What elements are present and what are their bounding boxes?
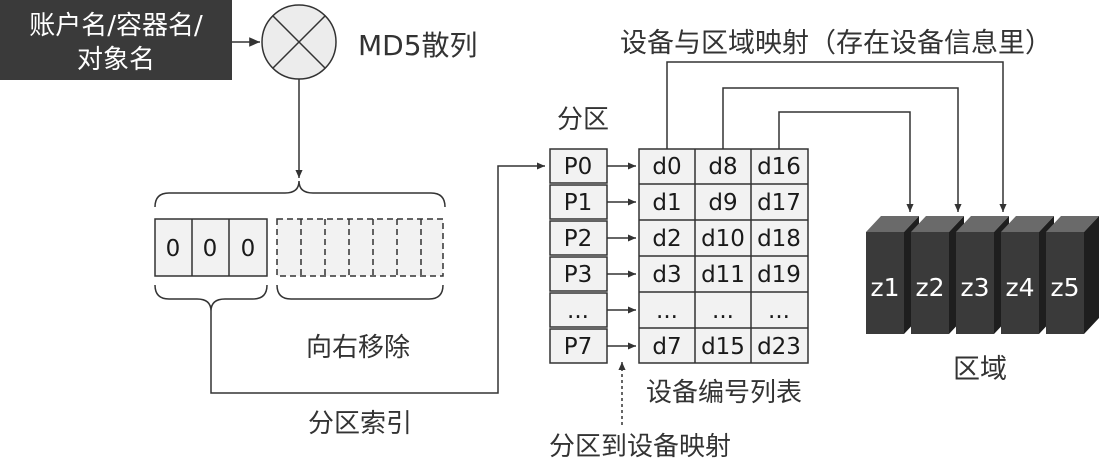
svg-text:z4: z4	[1005, 273, 1034, 302]
device-list-label: 设备编号列表	[646, 378, 802, 408]
md5-hash-icon	[261, 4, 337, 80]
partition-ellipsis: ...	[567, 298, 589, 324]
svg-text:z5: z5	[1050, 273, 1079, 302]
device-zone-label: 设备与区域映射（存在设备信息里）	[620, 28, 1052, 59]
device-cell: d15	[701, 334, 745, 360]
bit-0: 0	[166, 236, 181, 262]
bit-2: 0	[241, 236, 256, 262]
device-cell: d23	[757, 334, 801, 360]
device-cell: d11	[701, 262, 745, 288]
device-cell: d9	[708, 190, 737, 216]
zone-z3: z3	[956, 216, 1009, 334]
key-line-2: 对象名	[77, 45, 155, 75]
hash-value-brace	[154, 180, 446, 208]
device-cell: d0	[652, 154, 681, 180]
shifted-bits	[276, 218, 444, 277]
shift-label: 向右移除	[306, 333, 410, 363]
partition-p0: P0	[564, 154, 593, 180]
partition-bits-brace	[154, 284, 268, 312]
partition-p1: P1	[564, 190, 593, 216]
hash-bits: 0 0 0	[154, 218, 268, 277]
device-cell: d17	[757, 190, 801, 216]
partition-index-label: 分区索引	[308, 409, 412, 439]
device-cell: d3	[652, 262, 681, 288]
zone-z5: z5	[1046, 216, 1099, 334]
object-key-box: 账户名/容器名/ 对象名	[0, 0, 232, 80]
device-cell: d16	[757, 154, 801, 180]
svg-text:z3: z3	[960, 273, 989, 302]
partition-p3: P3	[564, 262, 593, 288]
device-zone-mapping-lines	[666, 61, 1007, 212]
device-cell: d2	[652, 226, 681, 252]
key-line-1: 账户名/容器名/	[29, 11, 203, 41]
shifted-bits-brace	[276, 284, 444, 300]
device-cell: d7	[652, 334, 681, 360]
partition-list: P0 P1 P2 P3 ... P7	[549, 148, 608, 364]
device-cell: d8	[708, 154, 737, 180]
partition-device-arrows	[607, 162, 636, 350]
device-cell: ...	[712, 298, 734, 324]
device-cell: d19	[757, 262, 801, 288]
zone-z1: z1	[866, 216, 919, 334]
device-cell: d1	[652, 190, 681, 216]
zone-z2: z2	[911, 216, 964, 334]
partitions-title: 分区	[557, 105, 609, 135]
device-cell: ...	[768, 298, 790, 324]
svg-text:z2: z2	[915, 273, 944, 302]
device-table: d0 d8 d16 d1 d9 d17 d2 d10 d18 d3 d11 d1…	[638, 148, 809, 364]
partition-p2: P2	[564, 226, 593, 252]
zone-blocks: z1 z2 z3 z4 z5	[866, 216, 1099, 334]
device-cell: d18	[757, 226, 801, 252]
bit-1: 0	[203, 236, 218, 262]
svg-text:z1: z1	[870, 273, 899, 302]
zone-label: 区域	[953, 354, 1007, 385]
hash-label: MD5散列	[358, 29, 478, 62]
device-cell: d10	[701, 226, 745, 252]
partition-to-device-label: 分区到设备映射	[549, 432, 731, 462]
partition-index-arrow	[210, 162, 545, 394]
device-cell: ...	[656, 298, 678, 324]
partition-p7: P7	[564, 334, 593, 360]
